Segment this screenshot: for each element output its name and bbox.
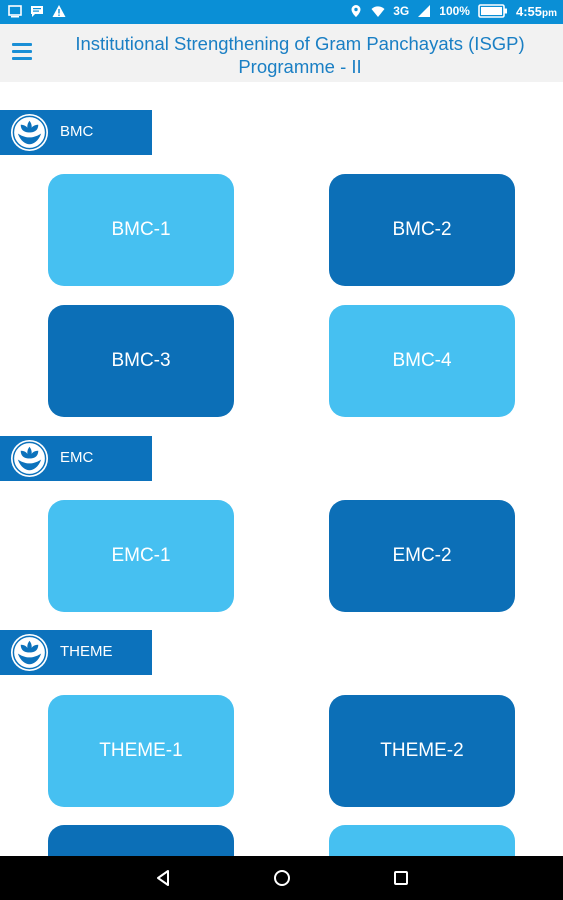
warning-icon: [52, 5, 66, 17]
clock-time: 4:55: [515, 3, 542, 19]
network-type: 3G: [393, 4, 410, 18]
section-header-theme: THEME: [0, 630, 152, 675]
status-bar: 3G 100% 4:55pm: [0, 0, 563, 24]
message-icon: [31, 6, 43, 17]
page-title: Institutional Strengthening of Gram Panc…: [75, 33, 525, 77]
back-icon[interactable]: [151, 866, 175, 890]
lotus-logo-icon: [10, 439, 49, 478]
battery-percent: 100%: [439, 4, 470, 18]
location-icon: [351, 5, 361, 17]
lotus-logo-icon: [10, 113, 49, 152]
screenshot-icon: [8, 5, 22, 18]
wifi-icon: [371, 6, 385, 17]
section-label: THEME: [60, 643, 113, 660]
tile-bmc-1[interactable]: BMC-1: [48, 174, 234, 286]
clock-suffix: pm: [542, 7, 557, 19]
tile-theme-2[interactable]: THEME-2: [329, 695, 515, 807]
section-header-emc: EMC: [0, 436, 152, 481]
app-bar: Institutional Strengthening of Gram Panc…: [0, 24, 563, 82]
battery-icon: [478, 4, 507, 18]
recents-icon[interactable]: [389, 866, 413, 890]
tile-emc-2[interactable]: EMC-2: [329, 500, 515, 612]
section-label: BMC: [60, 123, 94, 140]
tile-bmc-3[interactable]: BMC-3: [48, 305, 234, 417]
system-nav-bar: [0, 856, 563, 900]
tile-bmc-2[interactable]: BMC-2: [329, 174, 515, 286]
tile-partial[interactable]: [329, 825, 515, 856]
tile-partial[interactable]: [48, 825, 234, 856]
tile-theme-1[interactable]: THEME-1: [48, 695, 234, 807]
tile-bmc-4[interactable]: BMC-4: [329, 305, 515, 417]
signal-icon: [418, 5, 431, 17]
home-icon[interactable]: [270, 866, 294, 890]
clock: 4:55pm: [516, 4, 557, 19]
lotus-logo-icon: [10, 633, 49, 672]
module-list[interactable]: BMC BMC-1 BMC-2 BMC-3 BMC-4 EMC EMC-1 EM…: [0, 82, 563, 856]
section-label: EMC: [60, 449, 94, 466]
tile-emc-1[interactable]: EMC-1: [48, 500, 234, 612]
hamburger-menu-icon[interactable]: [12, 41, 34, 61]
section-header-bmc: BMC: [0, 110, 152, 155]
